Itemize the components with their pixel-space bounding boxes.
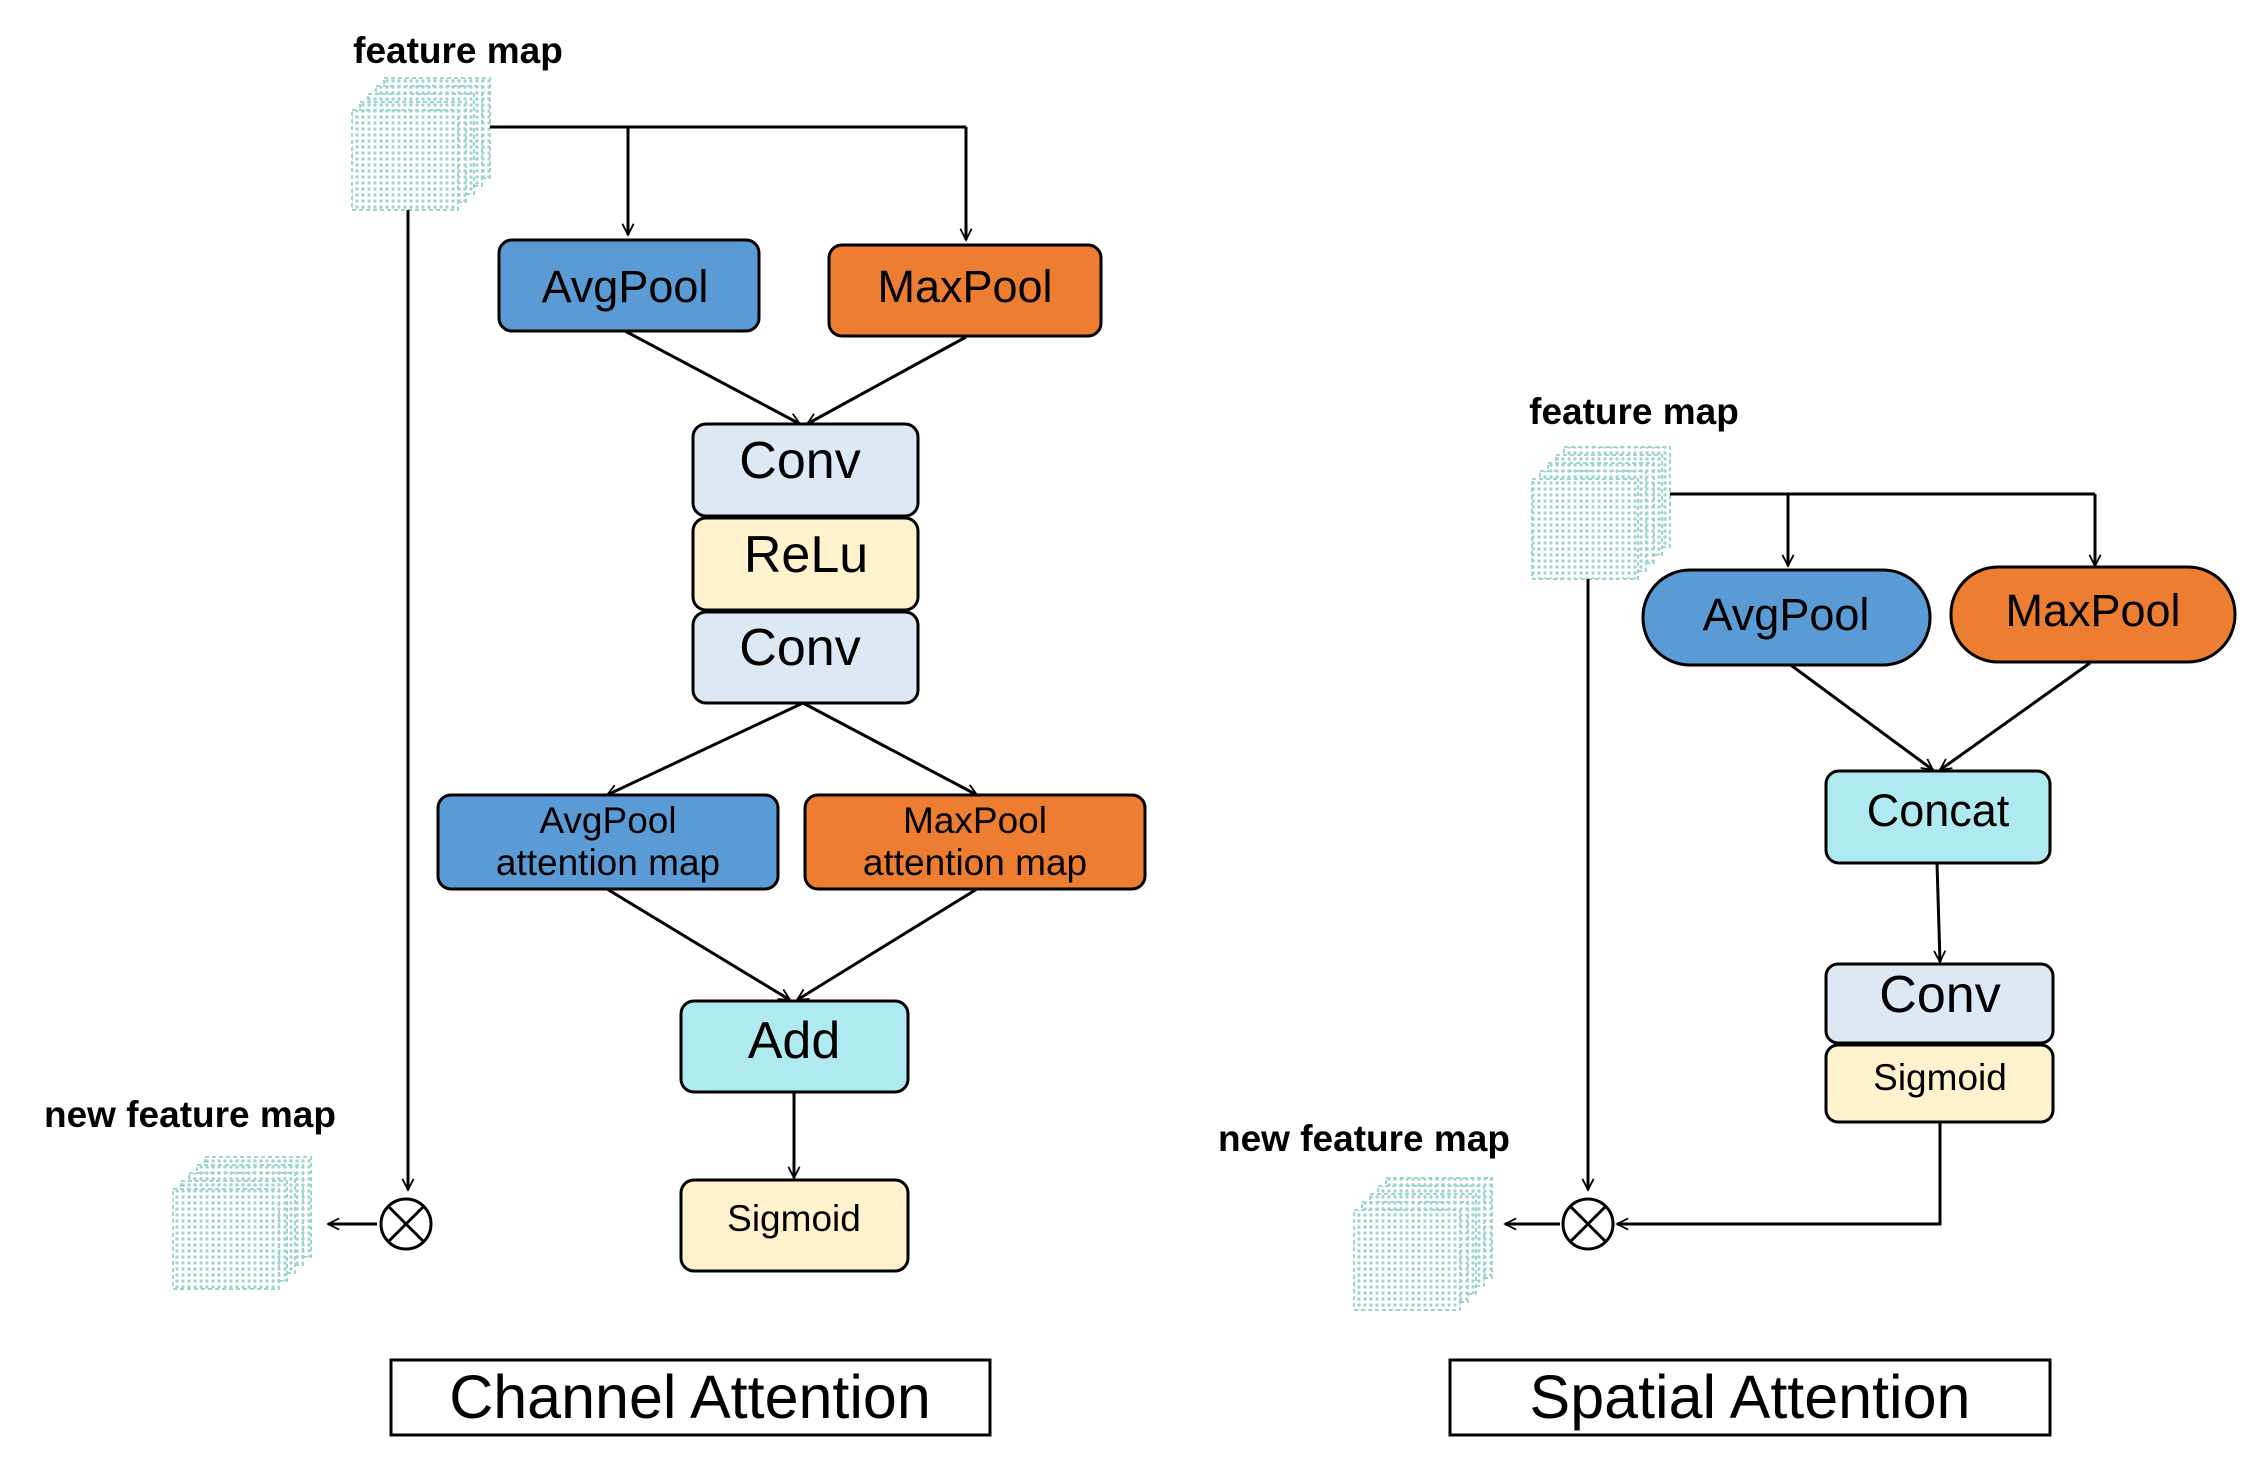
sa-edge-maxpool-concat — [1940, 661, 2091, 772]
ca-edge-maxattn-add — [797, 887, 978, 1002]
ca-add-label: Add — [748, 1012, 841, 1070]
sa-output-feature-map-icon — [1353, 1177, 1493, 1311]
channel-attention-panel: feature map AvgPool MaxPool Conv ReLu — [44, 30, 1147, 1437]
ca-maxpool-node — [827, 243, 1103, 338]
ca-maxpool-attention-node — [803, 793, 1147, 891]
ca-input-label: feature map — [353, 30, 563, 71]
ca-edge-conv-avgattn — [607, 701, 804, 797]
sa-input-label: feature map — [1529, 391, 1739, 432]
sa-output-label: new feature map — [1218, 1118, 1510, 1159]
ca-conv1-node — [691, 422, 920, 518]
sa-concat-label: Concat — [1867, 785, 2010, 836]
sa-sigmoid-node — [1824, 1043, 2055, 1124]
ca-edge-maxpool-conv — [807, 335, 967, 426]
ca-multiply-icon — [379, 1197, 433, 1251]
sa-concat-node — [1824, 769, 2052, 865]
ca-sigmoid-label: Sigmoid — [727, 1198, 861, 1239]
sa-edge-concat-conv — [1937, 862, 1940, 962]
ca-edge-avgattn-add — [606, 887, 790, 1002]
ca-avgpool-attention-line1: AvgPool — [539, 800, 676, 841]
ca-conv2-node — [691, 610, 920, 705]
ca-conv1-label: Conv — [739, 432, 860, 490]
sa-maxpool-label: MaxPool — [2005, 585, 2180, 636]
ca-sigmoid-node — [679, 1178, 910, 1273]
sa-sigmoid-label: Sigmoid — [1873, 1057, 2007, 1098]
sa-avgpool-node — [1641, 568, 1932, 667]
ca-title: Channel Attention — [449, 1363, 931, 1431]
sa-title-box — [1448, 1358, 2052, 1437]
ca-avgpool-label: AvgPool — [542, 261, 709, 312]
sa-edge-sigmoid-multiply — [1617, 1122, 1942, 1224]
sa-avgpool-label: AvgPool — [1703, 589, 1870, 640]
sa-maxpool-node — [1949, 565, 2237, 664]
ca-maxpool-label: MaxPool — [877, 261, 1052, 312]
ca-relu-node — [691, 516, 920, 612]
ca-output-feature-map-icon — [172, 1156, 312, 1290]
ca-edge-conv-maxattn — [802, 701, 977, 797]
sa-title: Spatial Attention — [1530, 1363, 1971, 1431]
ca-conv2-label: Conv — [739, 619, 860, 677]
ca-maxpool-attention-line1: MaxPool — [903, 800, 1047, 841]
ca-avgpool-attention-line2: attention map — [496, 842, 720, 883]
sa-multiply-icon — [1561, 1197, 1615, 1251]
ca-input-feature-map-icon — [351, 77, 491, 211]
spatial-attention-panel: feature map AvgPool MaxPool Concat Conv … — [1218, 391, 2237, 1437]
sa-conv-label: Conv — [1879, 966, 2000, 1024]
ca-maxpool-attention-line2: attention map — [863, 842, 1087, 883]
sa-edge-avgpool-concat — [1787, 661, 1933, 772]
sa-conv-node — [1824, 962, 2055, 1045]
ca-add-node — [679, 999, 910, 1094]
ca-avgpool-attention-node — [436, 793, 780, 891]
ca-avgpool-node — [497, 238, 761, 333]
ca-relu-label: ReLu — [744, 526, 868, 584]
ca-output-label: new feature map — [44, 1094, 336, 1135]
ca-title-box — [389, 1358, 992, 1437]
sa-input-feature-map-icon — [1531, 446, 1671, 580]
ca-edge-avgpool-conv — [624, 329, 800, 426]
